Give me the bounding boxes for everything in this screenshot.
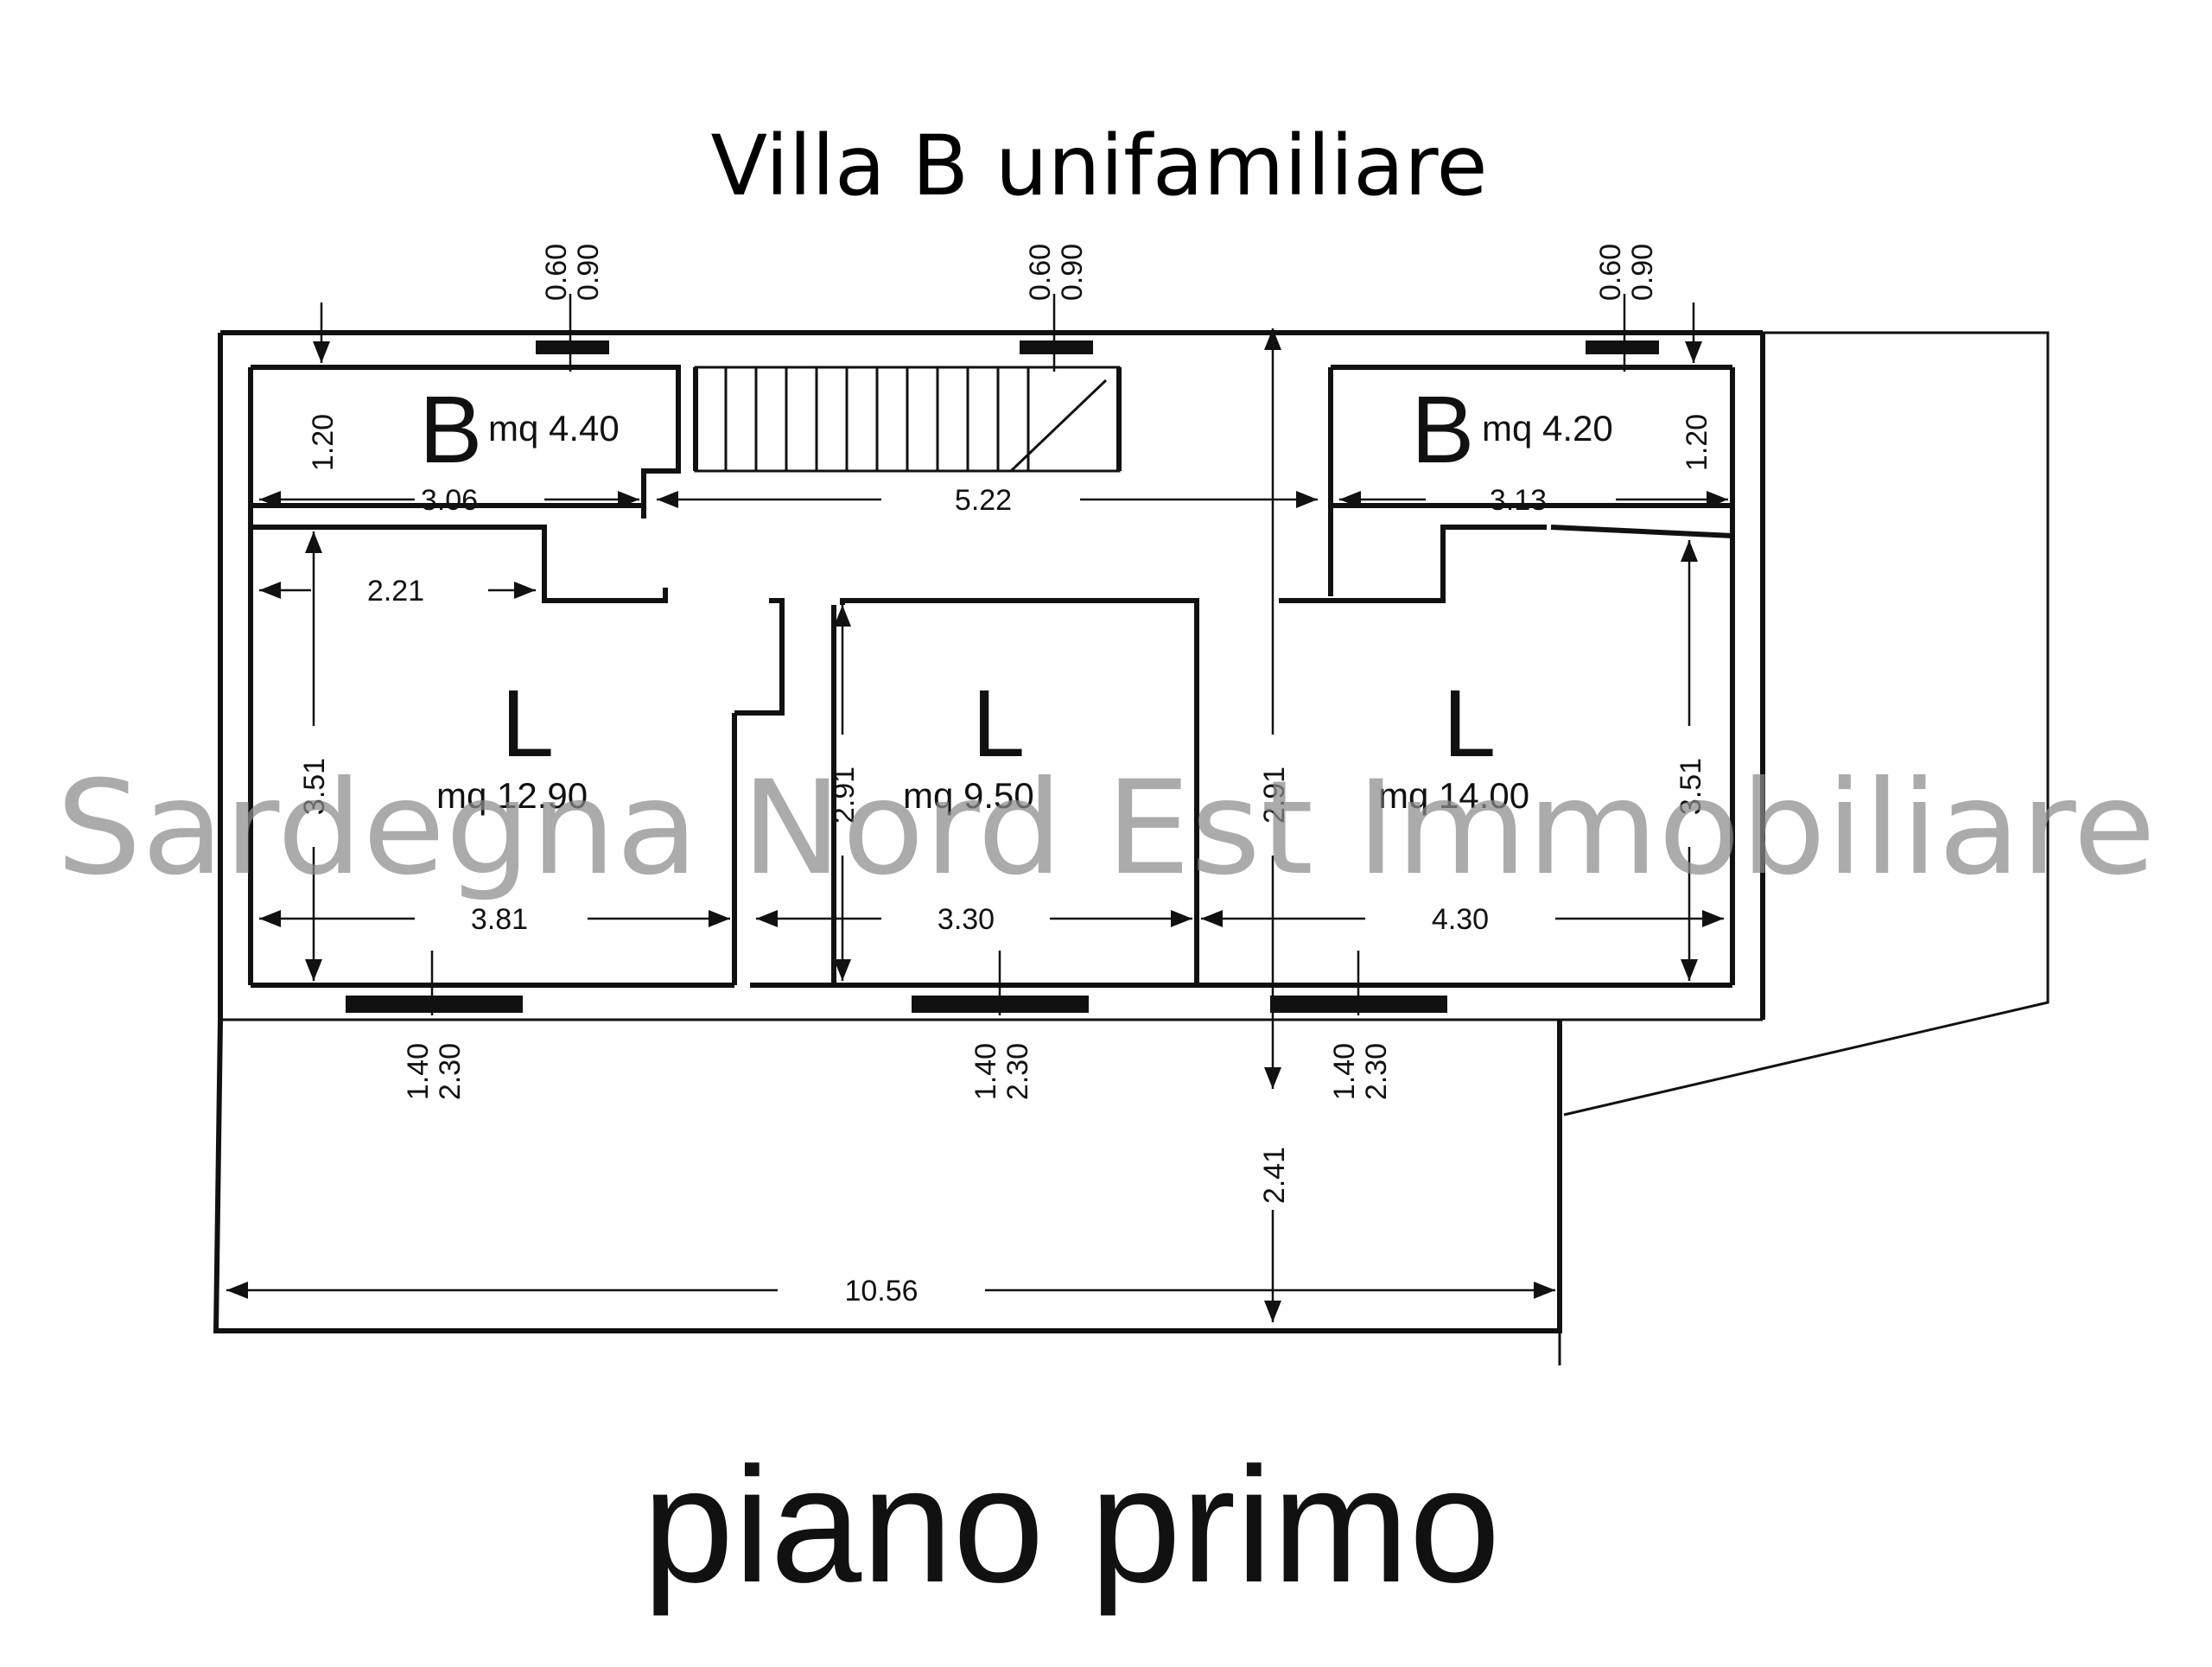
dim-bed-center-depth: 2.91	[828, 767, 861, 824]
watermark: Sardegna Nord Est Immobiliare	[56, 754, 2156, 904]
window-bottom-3-height: 2.30	[1360, 1043, 1393, 1100]
dim-bath-right-depth: 1.20	[1681, 414, 1713, 471]
windows-top	[536, 340, 1659, 354]
window-bottom-1-height: 2.30	[434, 1043, 467, 1100]
window-top-2-sill: 0.60	[1024, 244, 1057, 301]
dim-bath-right-width: 3.13	[1490, 484, 1547, 517]
window-top-1-sill: 0.60	[540, 244, 573, 301]
room-bath-right: B mq 4.20	[1411, 377, 1613, 483]
room-area: mq 4.40	[488, 408, 620, 449]
window-top-1-height: 0.90	[572, 244, 605, 301]
room-area: mq 12.90	[436, 775, 588, 816]
dim-terrace-depth: 2.41	[1258, 1147, 1291, 1204]
window-bottom-3-sill: 1.40	[1328, 1043, 1361, 1100]
dim-bed-left-width: 3.81	[471, 903, 528, 936]
dim-bed-left-depth: 3.51	[298, 758, 331, 815]
dim-bath-left-depth: 1.20	[307, 414, 340, 471]
room-bath-left: B mq 4.40	[419, 377, 620, 483]
dim-terrace-width: 10.56	[844, 1275, 918, 1308]
staircase	[724, 367, 1108, 473]
dim-bed-center-width: 3.30	[938, 903, 995, 936]
window-bottom-2-sill: 1.40	[969, 1043, 1002, 1100]
dimension-lines	[226, 294, 1728, 1322]
dim-bed-right-depth-left: 2.91	[1258, 767, 1291, 824]
room-code: L	[1443, 671, 1496, 777]
dim-corridor-width: 5.22	[955, 484, 1012, 517]
window-top-3-sill: 0.60	[1594, 244, 1627, 301]
room-area: mq 14.00	[1378, 775, 1529, 816]
window-labels-bottom: 1.40 2.30 1.40 2.30 1.40 2.30	[402, 1043, 1393, 1100]
windows-bottom	[346, 996, 1447, 1013]
window-top-3-height: 0.90	[1626, 244, 1659, 301]
window-bottom-2-height: 2.30	[1001, 1043, 1034, 1100]
room-bed-center: L mq 9.50	[903, 671, 1034, 816]
dim-bed-right-width: 4.30	[1432, 903, 1489, 936]
dim-bed-right-depth: 3.51	[1675, 758, 1707, 815]
interior-walls	[248, 365, 1735, 988]
room-bed-left: L mq 12.90	[436, 671, 588, 816]
floor-label: piano primo	[643, 1434, 1501, 1617]
room-code: B	[1411, 377, 1474, 483]
dim-closet-width: 2.21	[367, 575, 424, 608]
outer-walls	[213, 330, 2050, 1365]
dim-bath-left-width: 3.06	[421, 484, 478, 517]
room-code: L	[501, 671, 554, 777]
room-area: mq 9.50	[903, 775, 1034, 816]
window-bottom-1-sill: 1.40	[402, 1043, 435, 1100]
window-top-2-height: 0.90	[1056, 244, 1089, 301]
window-labels-top: 0.60 0.90 0.60 0.90 0.60 0.90	[540, 244, 1659, 301]
room-code: B	[419, 377, 482, 483]
room-area: mq 4.20	[1482, 408, 1613, 449]
plan-title: Villa B unifamiliare	[710, 118, 1487, 214]
room-bed-right: L mq 14.00	[1378, 671, 1529, 816]
room-code: L	[972, 671, 1025, 777]
